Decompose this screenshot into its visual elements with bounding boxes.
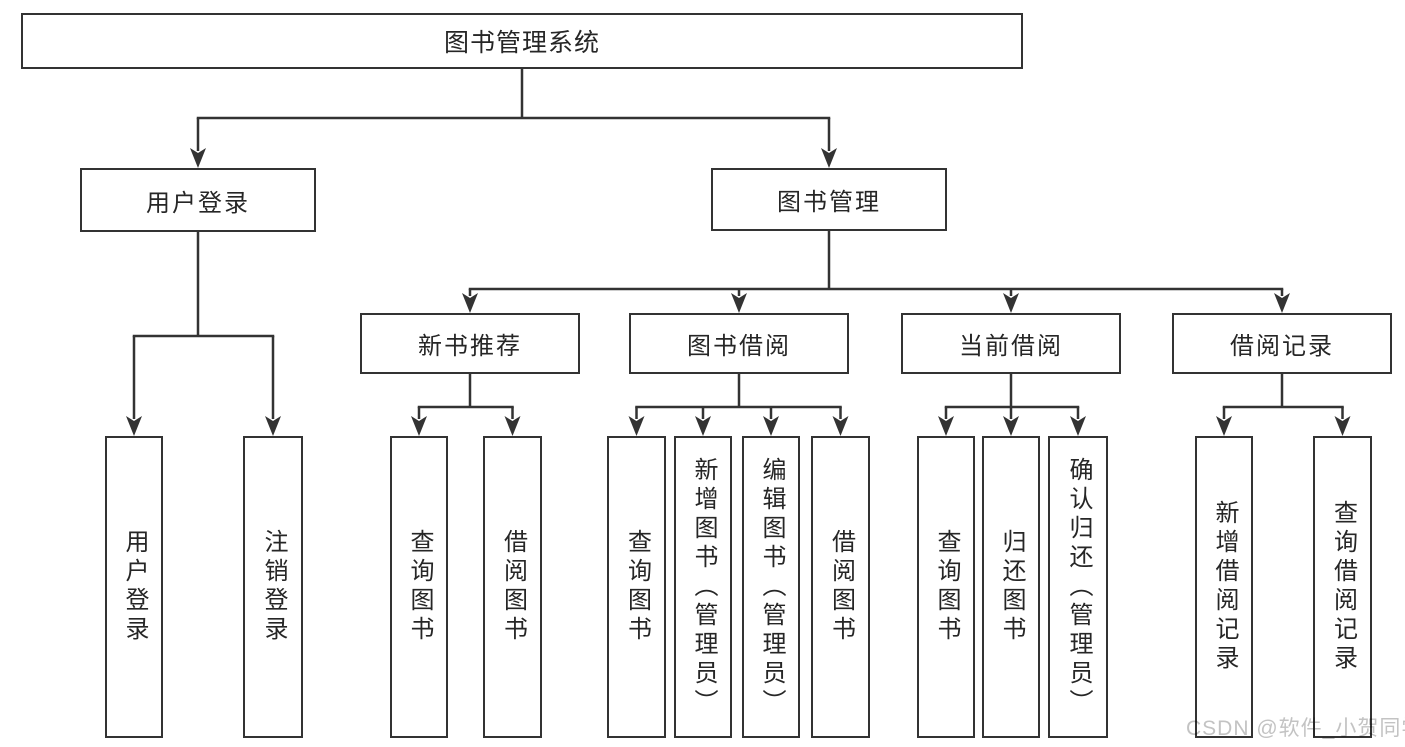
node-query-book-1: 查询图书: [390, 436, 448, 738]
node-query-borrow-record: 查询借阅记录: [1313, 436, 1372, 738]
arrowhead: [462, 293, 478, 313]
node-book-mgmt: 图书管理: [711, 168, 947, 231]
node-borrow-records: 借阅记录: [1172, 313, 1392, 374]
node-confirm-return: 确认归还（管理员）: [1048, 436, 1108, 738]
arrowhead: [190, 148, 206, 168]
node-borrow-book-2: 借阅图书: [811, 436, 870, 738]
node-return-book: 归还图书: [982, 436, 1040, 738]
node-label: 图书管理: [777, 189, 881, 216]
node-label: 用户登录: [146, 189, 250, 217]
node-label: 注销登录: [260, 529, 287, 645]
node-label: 查询图书: [933, 529, 960, 645]
node-label: 查询借阅记录: [1329, 500, 1357, 674]
arrowhead: [1003, 416, 1019, 436]
arrowhead: [1216, 416, 1232, 436]
node-label: 确认归还（管理员）: [1065, 456, 1092, 718]
node-label: 归还图书: [998, 529, 1025, 645]
arrowhead: [126, 416, 142, 436]
watermark: CSDN @软件_小贺同学: [1186, 717, 1405, 740]
arrowhead: [695, 416, 711, 436]
node-edit-book: 编辑图书（管理员）: [742, 436, 800, 738]
node-add-borrow-record: 新增借阅记录: [1195, 436, 1253, 738]
node-query-book-2: 查询图书: [607, 436, 666, 738]
arrowhead: [1070, 416, 1086, 436]
node-user-login: 用户登录: [80, 168, 316, 232]
node-label: 借阅图书: [499, 529, 527, 645]
node-label: 图书管理系统: [443, 29, 600, 57]
node-current-borrow: 当前借阅: [901, 313, 1121, 374]
arrowhead: [628, 416, 645, 436]
node-label: 新增图书（管理员）: [690, 456, 717, 718]
node-label: 图书借阅: [687, 333, 791, 360]
arrowhead: [411, 416, 427, 436]
node-book-borrow: 图书借阅: [629, 313, 849, 374]
arrowhead: [1334, 416, 1351, 436]
arrowhead: [265, 416, 281, 436]
arrowhead: [763, 416, 779, 436]
arrowhead: [938, 416, 954, 436]
node-label: 用户登录: [121, 529, 148, 645]
arrowhead: [504, 416, 521, 436]
node-label: 编辑图书（管理员）: [758, 456, 785, 718]
arrowhead: [1003, 293, 1019, 313]
node-label: 查询图书: [623, 529, 651, 645]
node-label: 新增借阅记录: [1211, 500, 1238, 674]
node-new-book-rec: 新书推荐: [360, 313, 580, 374]
arrowhead: [731, 293, 747, 313]
node-borrow-book-1: 借阅图书: [483, 436, 542, 738]
node-add-book: 新增图书（管理员）: [674, 436, 732, 738]
node-user-login-leaf: 用户登录: [105, 436, 163, 738]
node-query-book-3: 查询图书: [917, 436, 975, 738]
node-label: 借阅记录: [1230, 333, 1334, 360]
node-label: 借阅图书: [827, 529, 855, 645]
arrowhead: [1274, 293, 1290, 313]
node-label: 查询图书: [406, 529, 433, 645]
arrowhead: [832, 416, 849, 436]
node-root: 图书管理系统: [21, 13, 1023, 69]
node-label: 当前借阅: [959, 333, 1063, 360]
node-logout: 注销登录: [243, 436, 303, 738]
arrowhead: [821, 148, 837, 168]
node-label: 新书推荐: [418, 333, 522, 360]
